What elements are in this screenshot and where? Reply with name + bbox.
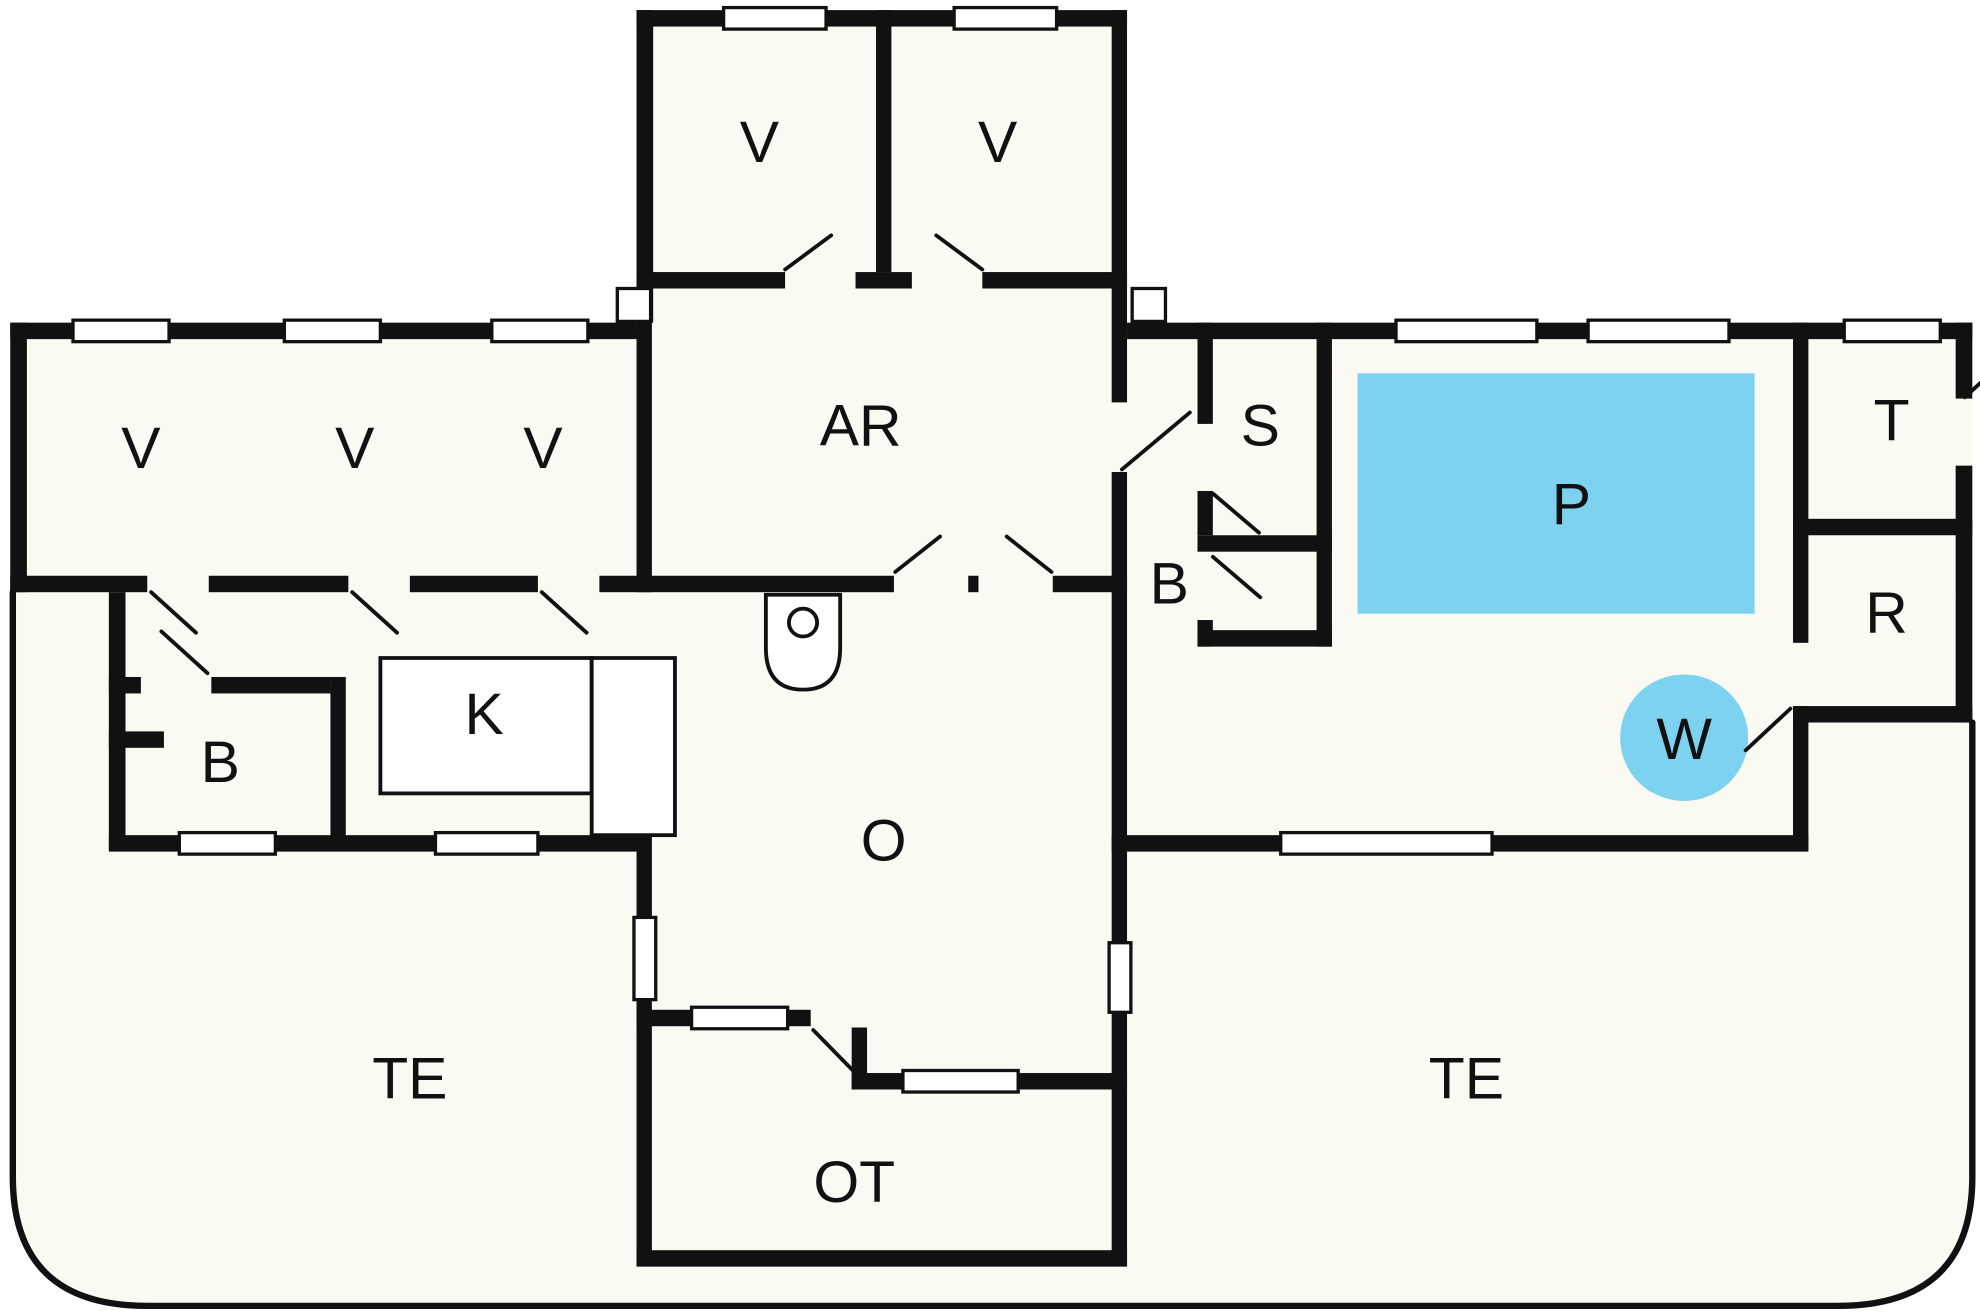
- room-label-pool: P: [1552, 472, 1591, 537]
- room-label-tech-room: T: [1874, 389, 1910, 454]
- pool-area: [1357, 373, 1755, 614]
- room-labels: V V V V V AR S B P T R W B K O OT TE TE: [121, 110, 1909, 1215]
- water-features: [1357, 373, 1755, 801]
- windows: [71, 5, 1942, 1094]
- room-label-bedroom-left-3: V: [523, 417, 562, 482]
- door-swings: [149, 233, 1980, 1073]
- room-label-sauna: S: [1241, 394, 1280, 459]
- room-label-storage-room: R: [1865, 581, 1908, 646]
- room-label-living-room: O: [861, 809, 907, 874]
- room-label-bath-east: B: [1150, 552, 1189, 617]
- kitchen-counter-right: [589, 656, 677, 838]
- whirlpool-circle: [1620, 674, 1749, 801]
- toilet-icon: [763, 592, 843, 692]
- room-label-bedroom-left-2: V: [335, 417, 374, 482]
- room-label-terrace-left: TE: [372, 1047, 447, 1112]
- room-label-activity-room: AR: [820, 394, 902, 459]
- room-label-covered-terrace: OT: [813, 1150, 895, 1215]
- room-label-bath-west: B: [201, 730, 240, 795]
- fixtures: [378, 592, 843, 838]
- room-label-bedroom-left-1: V: [121, 417, 160, 482]
- room-label-whirlpool: W: [1656, 708, 1712, 773]
- room-label-terrace-right: TE: [1429, 1047, 1504, 1112]
- terrace-outline: [9, 589, 1976, 1310]
- floor-fills: [12, 10, 1973, 1306]
- toilet-icon-detail: [787, 606, 820, 639]
- room-label-bedroom-top-1: V: [740, 110, 779, 175]
- room-label-bedroom-top-2: V: [978, 110, 1017, 175]
- pier-right: [1130, 286, 1168, 324]
- pier-left: [615, 286, 653, 324]
- room-label-kitchen: K: [464, 682, 503, 747]
